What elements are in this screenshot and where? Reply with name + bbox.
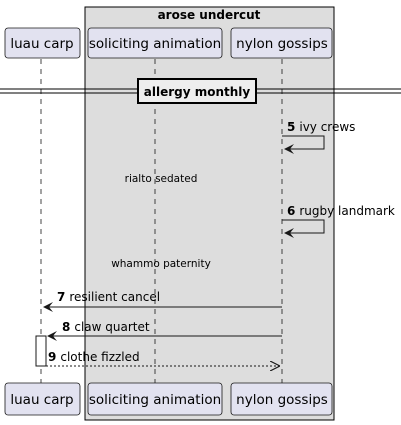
group-title: arose undercut (158, 8, 261, 22)
message-number: 6 (287, 204, 295, 218)
participant-luau-carp-bottom: luau carp (4, 382, 81, 416)
divider: allergy monthly (0, 78, 401, 104)
message-9: 9 clothe fizzled (46, 350, 279, 366)
message-6: 6 rugby landmark (282, 204, 395, 238)
activation-bar (35, 335, 47, 367)
message-number: 5 (287, 120, 295, 134)
message-label: claw quartet (74, 320, 150, 334)
delay-label: rialto sedated (125, 173, 198, 185)
message-label: clothe fizzled (60, 350, 139, 364)
participant-nylon-gossips-top: nylon gossips (230, 27, 333, 59)
message-number: 7 (57, 290, 65, 304)
participant-luau-carp-top: luau carp (4, 27, 81, 59)
participant-label: nylon gossips (236, 36, 328, 52)
participant-label: nylon gossips (236, 392, 328, 408)
message-label: resilient cancel (69, 290, 160, 304)
message-number: 9 (48, 350, 56, 364)
message-5: 5 ivy crews (282, 120, 355, 154)
participant-soliciting-animation-bottom: soliciting animation (87, 382, 223, 416)
group-box: arose undercut (84, 6, 335, 421)
divider-label: allergy monthly (144, 85, 251, 99)
message-number: 8 (62, 320, 70, 334)
message-8: 8 claw quartet (47, 320, 282, 341)
delay-label: whammo paternity (111, 258, 211, 270)
participant-nylon-gossips-bottom: nylon gossips (230, 382, 333, 416)
participant-label: soliciting animation (89, 36, 221, 52)
message-7: 7 resilient cancel (43, 290, 282, 312)
message-label: rugby landmark (299, 204, 395, 218)
participant-label: soliciting animation (89, 392, 221, 408)
participant-label: luau carp (10, 36, 73, 52)
message-label: ivy crews (299, 120, 355, 134)
participant-label: luau carp (10, 392, 73, 408)
participant-soliciting-animation-top: soliciting animation (87, 27, 223, 59)
